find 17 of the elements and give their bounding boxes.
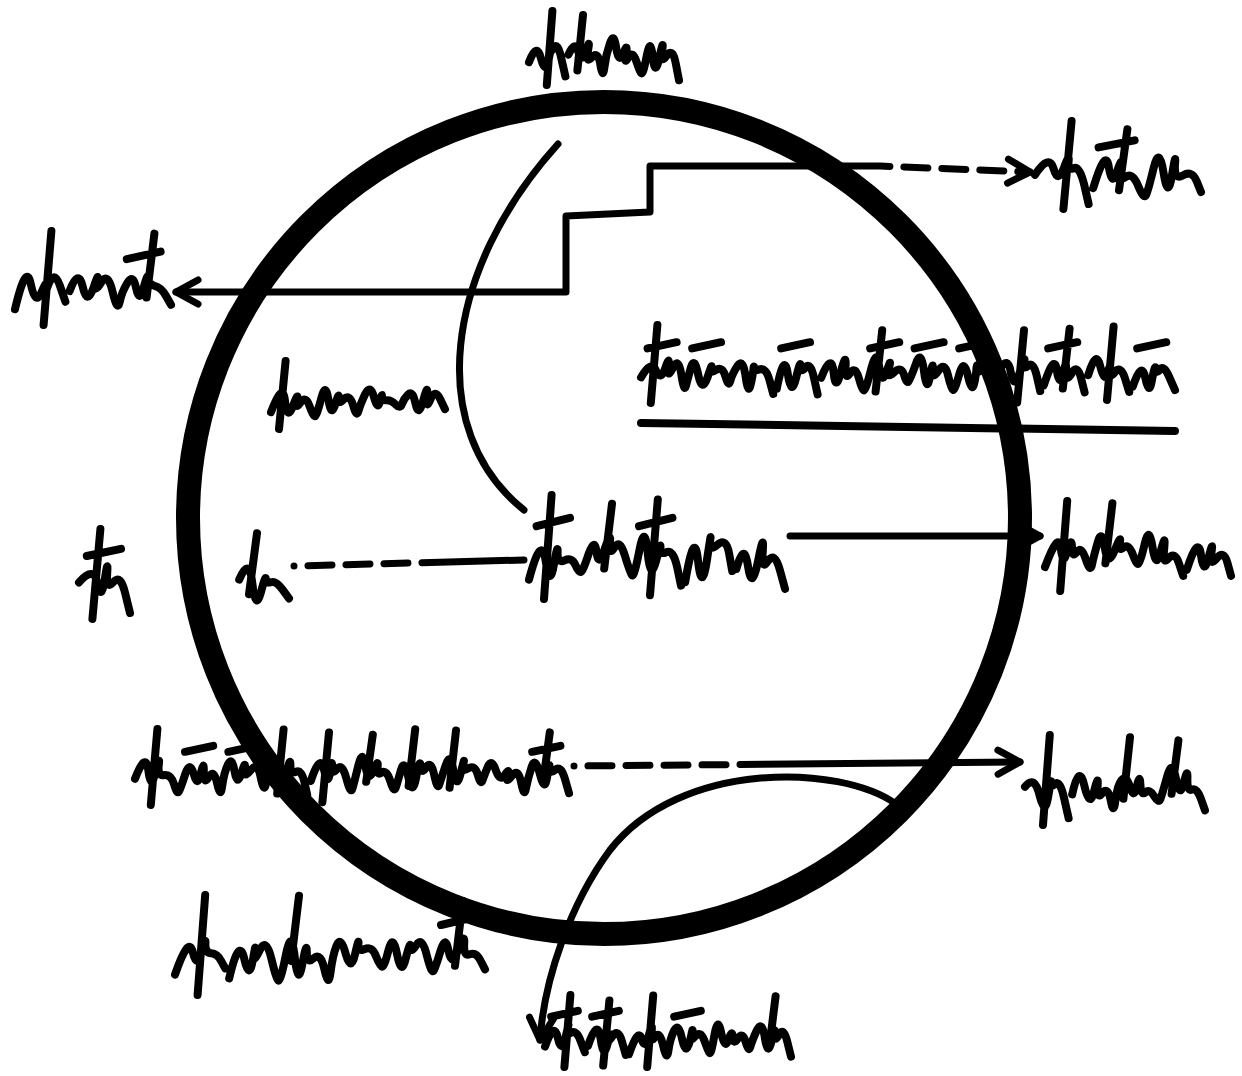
arrow (570, 746, 1024, 778)
arrow (172, 155, 1034, 308)
arrow (526, 773, 900, 1044)
scribble-drawing (1020, 730, 1210, 830)
connector-line (290, 556, 528, 570)
scribble-drawing (130, 724, 574, 810)
scribble-drawing (10, 226, 176, 330)
connector-line (456, 140, 562, 514)
scribble-drawing (266, 356, 450, 434)
scribble-drawing (74, 524, 294, 624)
scribble-drawing (636, 320, 1180, 436)
scribble-drawing (524, 6, 684, 90)
scribble-drawing (170, 890, 490, 1000)
scribble-drawing (524, 490, 790, 604)
scribble-drawing (1040, 496, 1236, 596)
scribble-drawing (540, 990, 796, 1072)
scribble-drawing (1030, 116, 1206, 214)
